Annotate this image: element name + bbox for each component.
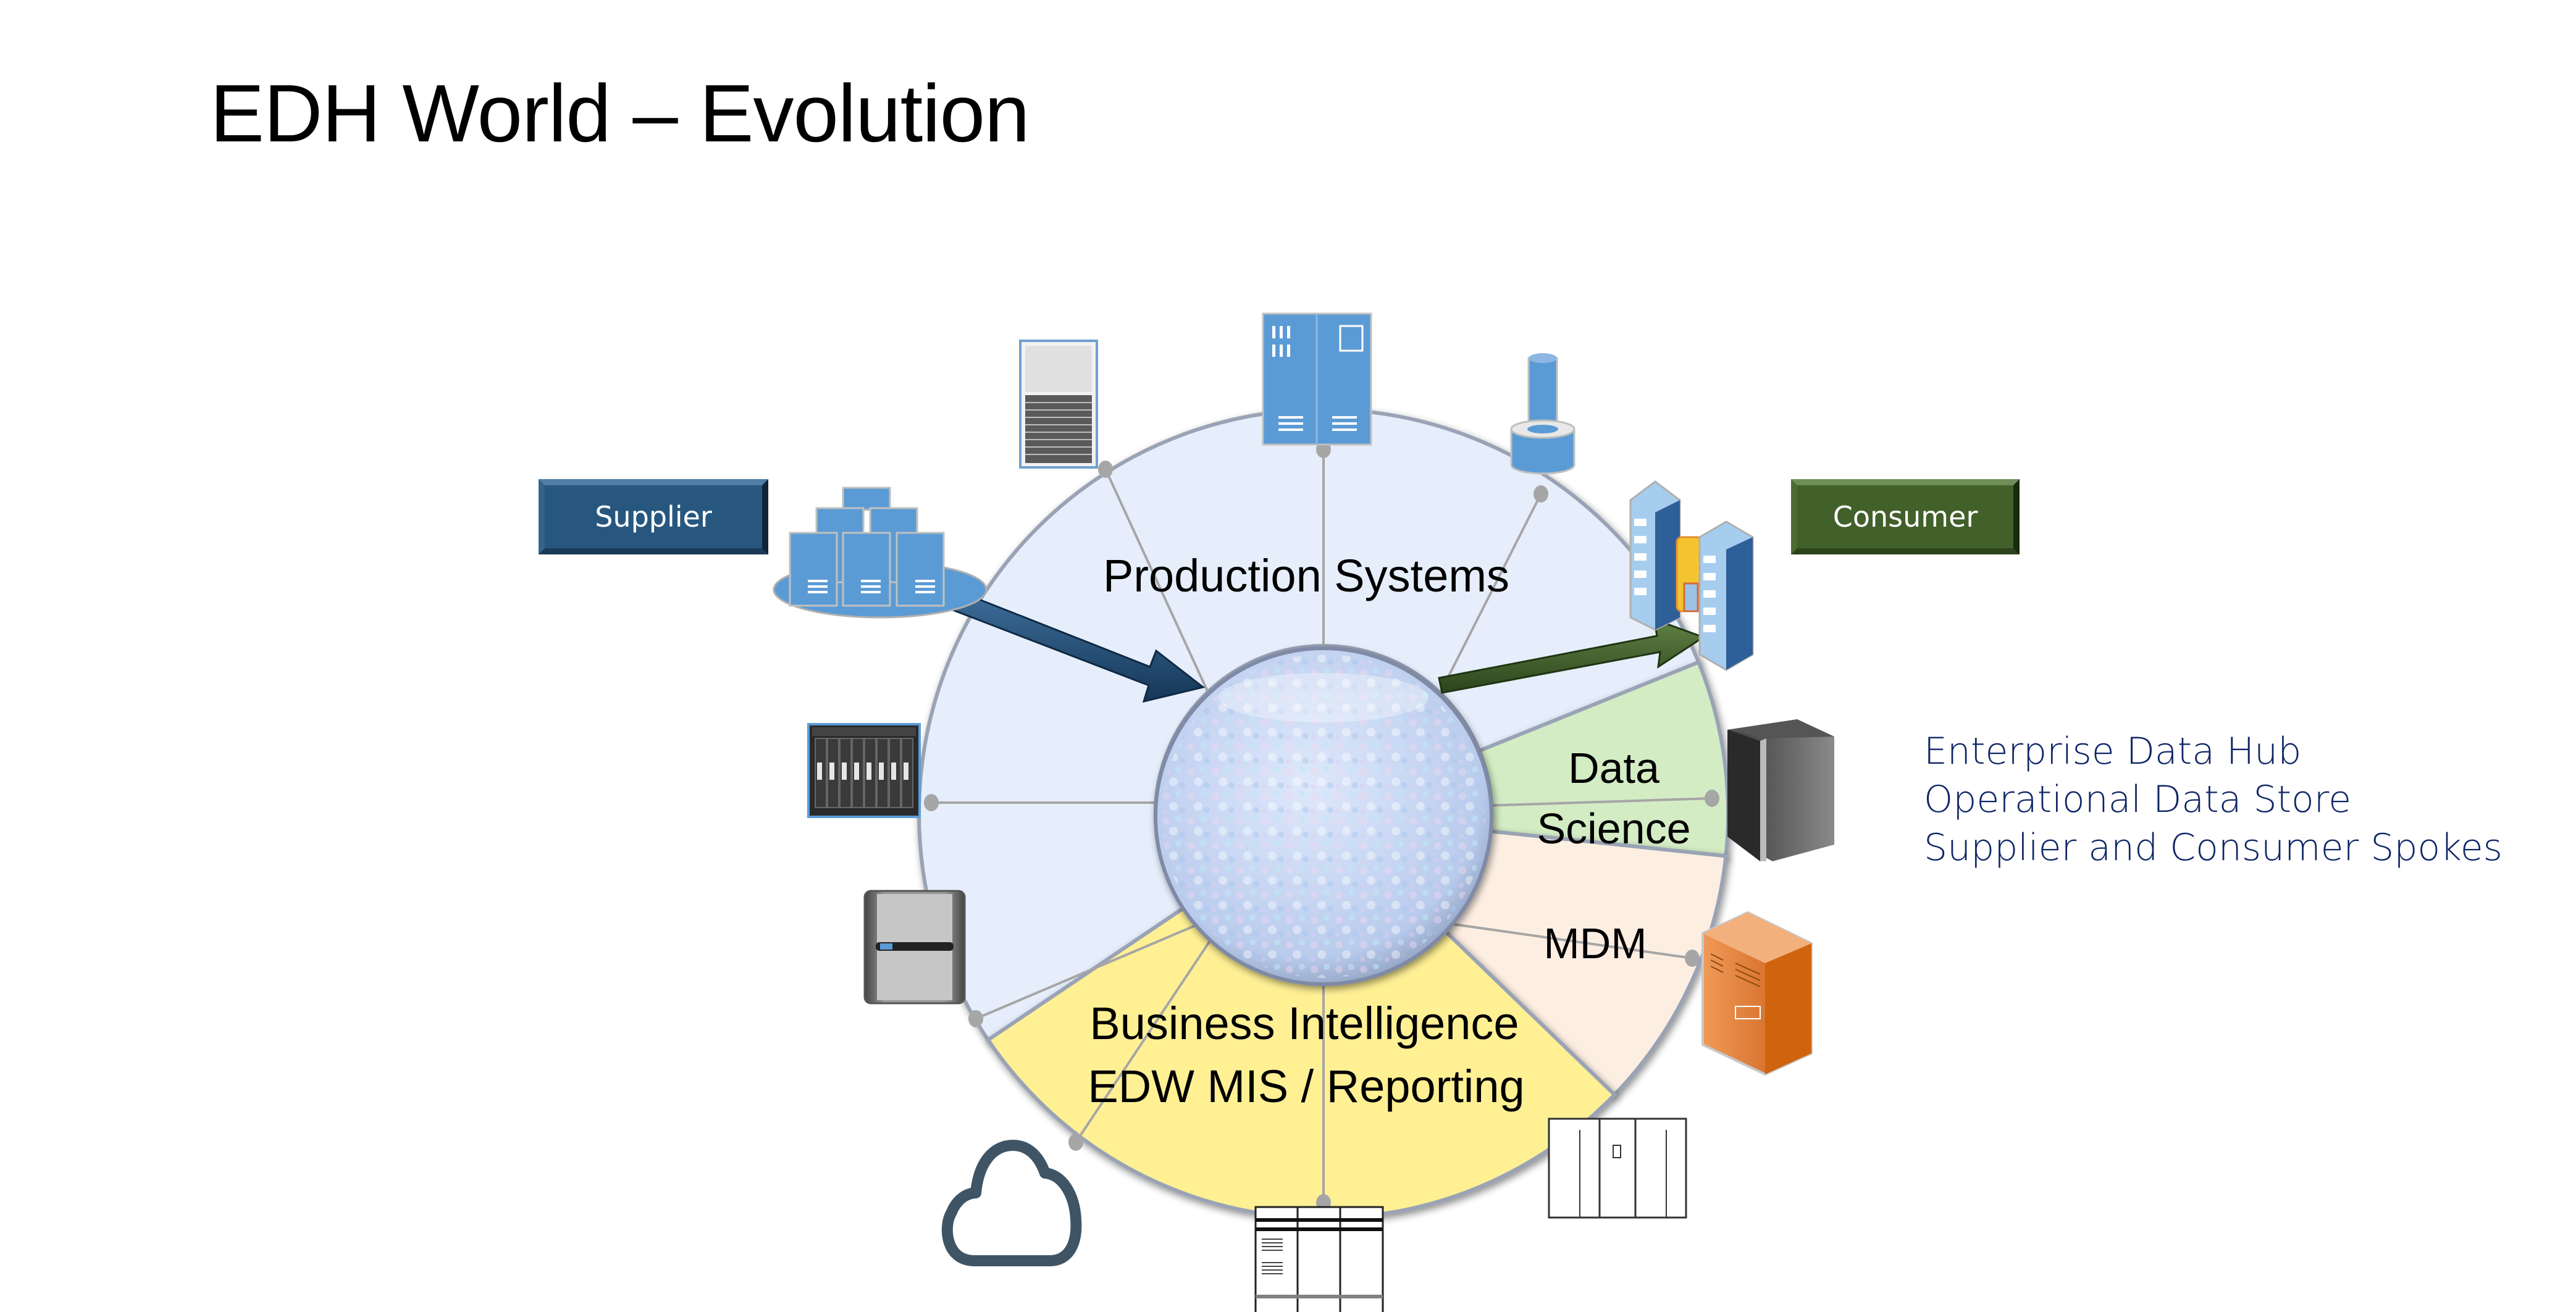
side-note-supplier-consumer-spokes: Supplier and Consumer Spokes	[1924, 826, 2503, 869]
segment-label-production: Production Systems	[1103, 550, 1509, 601]
blade-enclosure-icon	[807, 723, 921, 818]
connector-dot	[924, 794, 939, 811]
connector-line	[1075, 925, 1221, 1143]
side-note-enterprise-data-hub: Enterprise Data Hub	[1924, 730, 2302, 773]
segment-label-data-science-1: Data	[1568, 744, 1659, 792]
side-note-operational-data-store: Operational Data Store	[1924, 778, 2352, 821]
dual-server-icon	[1262, 312, 1372, 446]
connector-line	[1482, 797, 1713, 807]
connector-dot	[968, 1010, 983, 1027]
orange-server-icon	[1701, 911, 1813, 1076]
cloud-icon	[941, 1140, 1082, 1266]
tower-server-icon	[1727, 719, 1834, 861]
hub-circle	[1154, 646, 1493, 986]
segment-label-bi-1: Business Intelligence	[1089, 998, 1519, 1049]
consumer-arrow	[1438, 617, 1706, 694]
storage-rack-icon	[1019, 340, 1098, 469]
server-cluster-icon	[773, 487, 988, 619]
connector-lines	[924, 441, 1719, 1211]
connector-dot	[1098, 461, 1113, 478]
connector-dot	[1685, 950, 1700, 967]
connector-line	[1104, 469, 1212, 698]
connector-dot	[1533, 485, 1548, 503]
cylinder-database-icon	[1510, 353, 1575, 475]
segment-label-bi-2: EDW MIS / Reporting	[1088, 1061, 1524, 1112]
supplier-arrow	[947, 588, 1206, 703]
mainframe-rack-icon	[1254, 1206, 1384, 1312]
consumer-button[interactable]: Consumer	[1791, 479, 2020, 554]
supplier-button[interactable]: Supplier	[539, 479, 768, 554]
connector-line	[1440, 493, 1542, 692]
segment-label-data-science-2: Science	[1537, 804, 1690, 853]
segment-label-mdm: MDM	[1543, 919, 1647, 967]
connector-dot	[1705, 790, 1719, 807]
connector-dot	[1068, 1134, 1083, 1151]
connector-line	[975, 922, 1202, 1020]
storage-array-icon	[863, 890, 966, 1005]
cabinet-cluster-icon	[1548, 1118, 1687, 1219]
connector-line	[1445, 922, 1693, 959]
page-title: EDH World – Evolution	[210, 68, 1030, 159]
side-notes: Enterprise Data Hub Operational Data Sto…	[1924, 727, 2503, 872]
datacenter-building-icon	[1629, 480, 1754, 671]
